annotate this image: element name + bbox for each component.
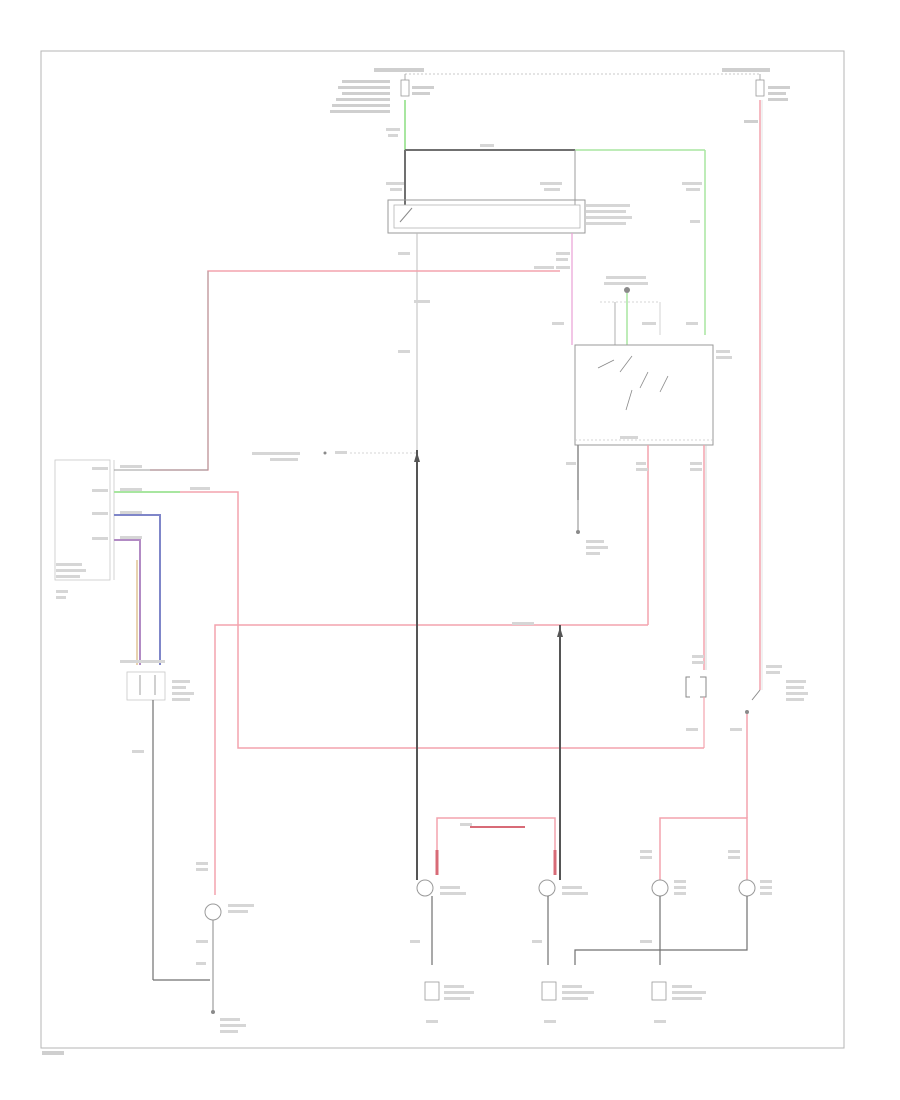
wire-label: [120, 488, 142, 491]
light-switch: [552, 322, 732, 446]
fuse-icon: [400, 74, 410, 97]
wire-label: [120, 465, 142, 468]
ground-icon: [576, 500, 608, 555]
ground-icon: [211, 1010, 215, 1014]
fuse-block-label-left: [330, 80, 434, 113]
wire-label: [556, 258, 568, 261]
ground-icon: [541, 981, 594, 1023]
wire-label: [556, 266, 570, 269]
indicator-lamp: [685, 655, 707, 698]
wire-label: [540, 182, 562, 185]
fuse-block-label-right: [744, 86, 790, 123]
wire-label: [512, 622, 534, 625]
wire-label: [690, 462, 702, 465]
lamp-icon: [738, 879, 756, 897]
wire-label: [640, 940, 652, 943]
lower-left-component: [196, 862, 254, 1033]
lamp-icon: [651, 879, 669, 897]
wire-label: [132, 750, 144, 753]
right-park-lamp: [728, 850, 772, 897]
headlight-relay: [387, 199, 632, 234]
wire-label: [686, 188, 700, 191]
wire-red: [214, 624, 648, 895]
headlight-icon: [538, 879, 556, 897]
switch-icon: [619, 355, 633, 373]
wire-red: [436, 817, 556, 850]
wire-label: [690, 468, 702, 471]
switch-icon: [751, 689, 761, 701]
wire-red: [150, 270, 560, 471]
wire-label: [730, 728, 742, 731]
arrow-icon: [557, 627, 563, 637]
wire-label: [120, 511, 142, 514]
wire-label: [120, 536, 142, 539]
wire-label: [398, 252, 410, 255]
wire-label: [414, 300, 430, 303]
wire-label: [460, 823, 472, 826]
headlight-icon: [416, 879, 434, 897]
left-relay-connector: [120, 660, 194, 701]
wire-label: [636, 468, 648, 471]
wire-label: [390, 188, 402, 191]
wire-label: [388, 134, 398, 137]
hot-at-all-times-label-left: [374, 68, 424, 72]
wire-label: [566, 462, 576, 465]
wire-label: [190, 487, 210, 490]
switch-icon: [625, 389, 633, 411]
hot-at-all-times-label-right: [722, 68, 770, 72]
wire-blue: [114, 514, 161, 665]
wire-red: [659, 817, 748, 880]
wire-label: [544, 188, 560, 191]
wire-label: [534, 266, 554, 269]
switch-icon: [639, 371, 649, 389]
wire-label: [386, 182, 404, 185]
diagram-code: [42, 1051, 64, 1055]
wire-label: [480, 144, 494, 147]
dimmer-switch: [745, 665, 808, 714]
wire-red: [150, 491, 704, 749]
passing-control-label: [252, 451, 417, 461]
wire-label: [686, 728, 698, 731]
wire-label: [398, 350, 410, 353]
right-headlight: [532, 840, 588, 965]
lamp-icon: [204, 903, 222, 921]
relay-switch-icon: [399, 207, 413, 223]
fuse-icon: [755, 74, 765, 97]
dimmer-passing-switch: [600, 276, 661, 345]
wire-label: [386, 128, 400, 131]
switch-icon: [659, 375, 669, 393]
left-headlight: [410, 840, 466, 965]
wire-label: [690, 220, 700, 223]
lighting-control-module: [54, 459, 115, 599]
left-park-lamp: [640, 850, 686, 897]
wire-label: [556, 252, 570, 255]
wire-label: [636, 462, 646, 465]
ground-icon: [424, 981, 474, 1023]
wire-violet: [114, 539, 141, 665]
diagram-frame: [40, 50, 845, 1049]
wire-black: [574, 896, 748, 965]
arrow-icon: [414, 452, 420, 462]
switch-icon: [597, 359, 615, 369]
wire-label: [682, 182, 702, 185]
connector-icon: [624, 287, 630, 293]
ground-icon: [651, 981, 706, 1023]
